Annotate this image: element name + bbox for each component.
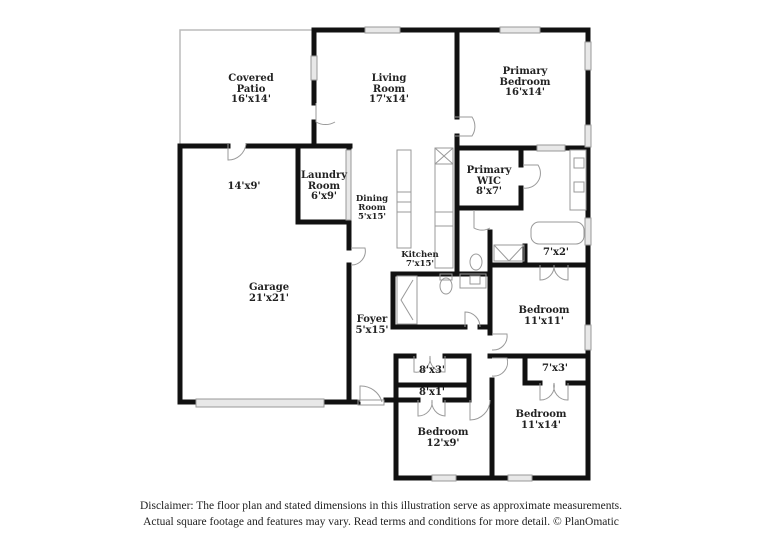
room-foyer: Foyer 5'x15' [355, 314, 389, 336]
room-garage: Garage 21'x21' [248, 282, 290, 304]
room-name: Patio [236, 83, 266, 95]
room-name: WIC [477, 175, 501, 187]
room-name: Foyer [356, 314, 388, 325]
room-name: Bedroom [518, 305, 570, 316]
room-name: Living [371, 73, 407, 84]
disclaimer: Disclaimer: The floor plan and stated di… [0, 498, 762, 530]
room-name: Room [358, 202, 386, 213]
room-garage-storage: 14'x9' [227, 181, 261, 193]
disclaimer-line-1: Disclaimer: The floor plan and stated di… [139, 500, 623, 512]
covered-patio-outline [179, 29, 314, 144]
room-dimensions: 5'x15' [357, 211, 387, 222]
room-name: Bedroom [417, 427, 469, 438]
room-bedroom-3: Bedroom 12'x9' [417, 427, 469, 449]
room-dimensions: 6'x9' [310, 191, 337, 202]
room-dimensions: 17'x14' [369, 94, 409, 105]
room-laundry: Laundry Room 6'x9' [300, 170, 348, 203]
room-name: Bedroom [499, 76, 551, 88]
room-dimensions: 21'x21' [249, 292, 289, 304]
room-dimensions: 11'x11' [524, 315, 564, 327]
room-dimensions: 7'x15' [405, 258, 434, 269]
room-dimensions: 8'x3' [418, 365, 446, 376]
room-bedroom-2: Bedroom 11'x11' [518, 305, 570, 327]
room-closet-8x1: 8'x1' [418, 387, 446, 399]
room-bedroom-4: Bedroom 11'x14' [515, 409, 567, 431]
room-dimensions: 8'x7' [475, 186, 503, 197]
windows [195, 26, 592, 482]
room-dimensions: 14'x9' [227, 181, 261, 192]
disclaimer-line-2: Actual square footage and features may v… [143, 516, 619, 528]
room-name: Primary [502, 66, 548, 77]
room-kitchen: Kitchen 7'x15' [401, 251, 439, 269]
room-covered-patio: Covered Patio 16'x14' [228, 73, 274, 106]
room-dimensions: 12'x9' [426, 437, 460, 449]
room-name: Primary [466, 165, 512, 176]
fixtures [396, 147, 587, 325]
room-closet-7x3: 7'x3' [541, 363, 569, 375]
room-name: Bedroom [515, 409, 567, 420]
room-dimensions: 16'x14' [505, 87, 545, 98]
room-name: Room [307, 180, 341, 192]
room-dimensions: 8'x1' [418, 387, 446, 398]
room-dimensions: 7'x3' [541, 363, 569, 374]
room-dimensions: 7'x2' [542, 247, 570, 258]
room-living-room: Living Room 17'x14' [369, 73, 409, 106]
room-primary-wic: Primary WIC 8'x7' [466, 165, 512, 198]
room-dining: Dining Room 5'x15' [356, 195, 388, 222]
room-name: Kitchen [401, 250, 439, 260]
room-dimensions: 5'x15' [355, 324, 389, 336]
room-closet-7x2: 7'x2' [542, 247, 570, 259]
room-name: Covered [228, 73, 274, 84]
room-dimensions: 11'x14' [521, 419, 561, 431]
room-dimensions: 16'x14' [231, 94, 271, 105]
room-name: Dining [355, 194, 389, 204]
room-primary-bedroom: Primary Bedroom 16'x14' [499, 66, 551, 99]
doors [227, 103, 569, 421]
room-name: Laundry [300, 170, 348, 181]
room-closet-8x3: 8'x3' [418, 365, 446, 377]
room-name: Garage [248, 282, 290, 293]
room-name: Room [372, 83, 406, 95]
